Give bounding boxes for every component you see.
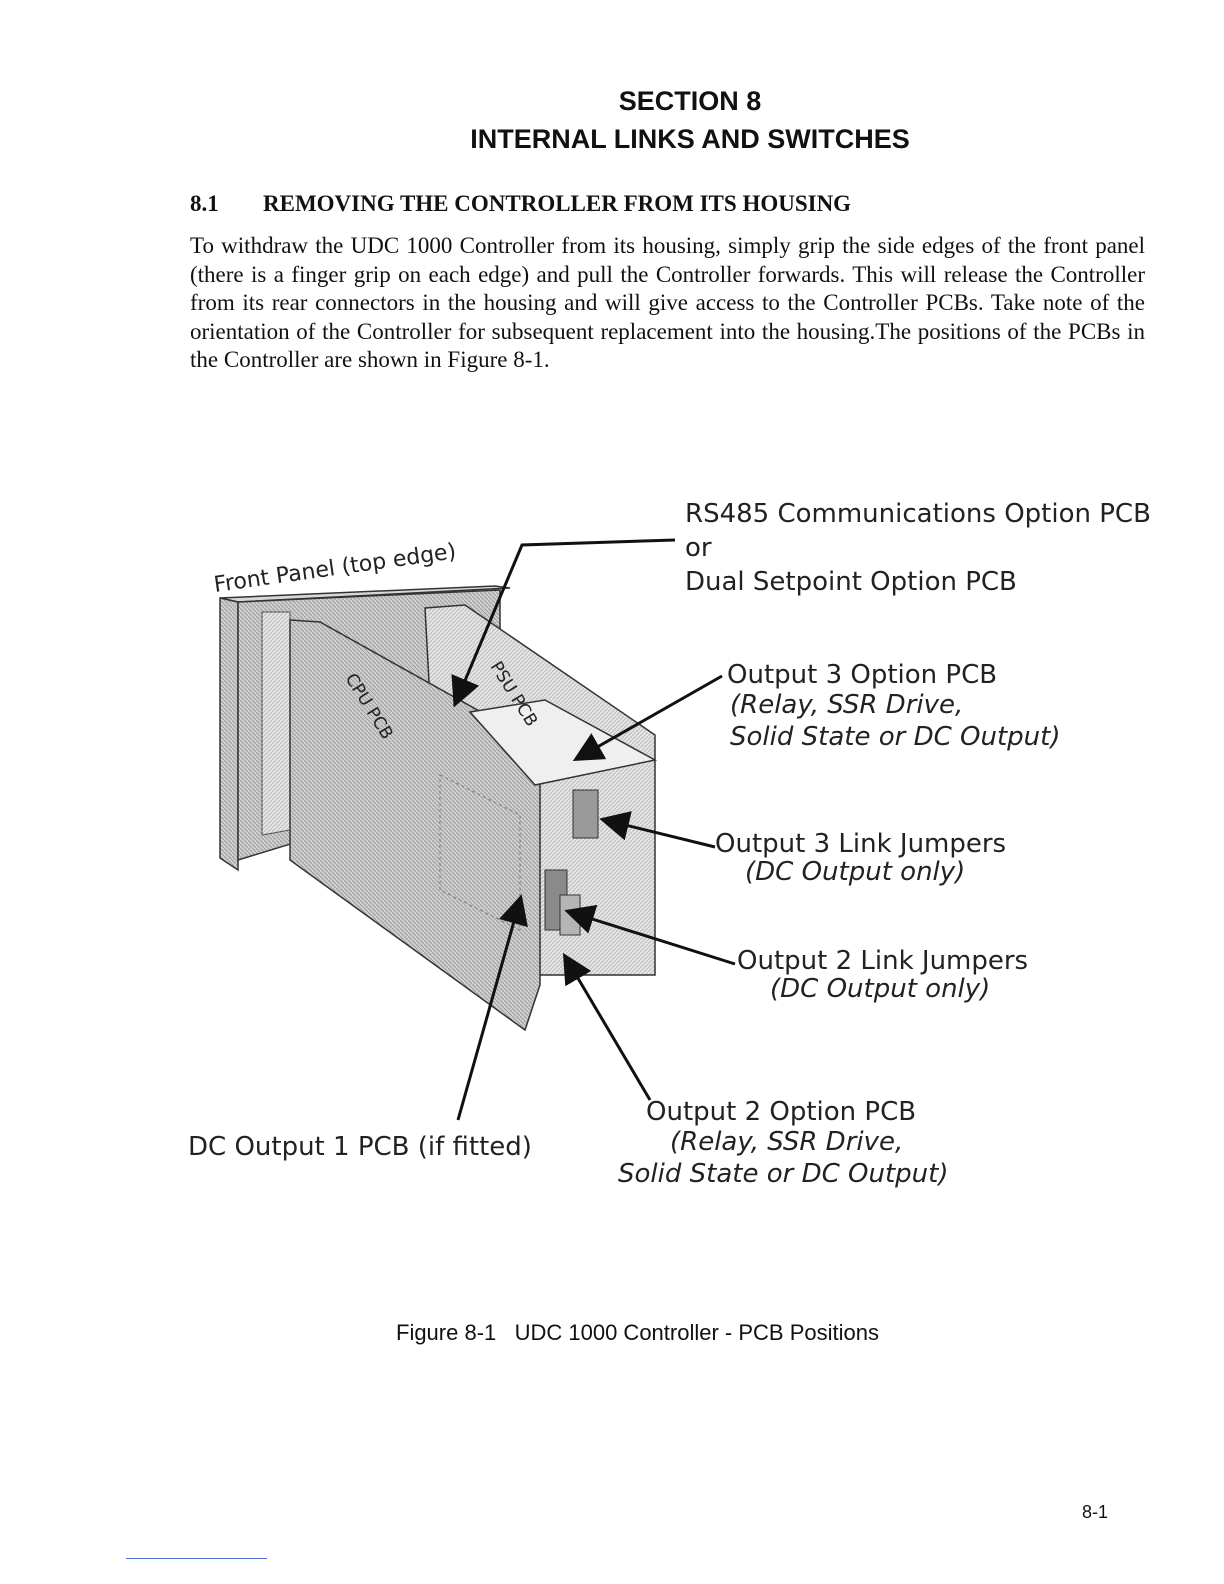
rs485-label-line1: RS485 Communications Option PCB <box>685 499 1151 529</box>
figure-caption: Figure 8-1 UDC 1000 Controller - PCB Pos… <box>396 1320 879 1345</box>
subsection-title: REMOVING THE CONTROLLER FROM ITS HOUSING <box>263 191 852 216</box>
page-number: 8-1 <box>1082 1502 1109 1522</box>
footer-rule <box>126 1558 267 1559</box>
out2-link-line2: (DC Output only) <box>770 974 990 1004</box>
out3-link-line2: (DC Output only) <box>745 857 965 887</box>
out3-link-line1: Output 3 Link Jumpers <box>715 829 1006 859</box>
out3-option-line2: (Relay, SSR Drive, <box>730 690 963 720</box>
section-number: SECTION 8 <box>618 86 762 116</box>
rs485-label-line3: Dual Setpoint Option PCB <box>685 567 1017 597</box>
option-pcb-drawing <box>468 699 658 936</box>
out3-option-line3: Solid State or DC Output) <box>730 722 1060 752</box>
body-paragraph: To withdraw the UDC 1000 Controller from… <box>190 233 1145 372</box>
leader-arrows <box>451 538 736 1121</box>
out2-option-line1: Output 2 Option PCB <box>646 1097 916 1127</box>
out2-link-line1: Output 2 Link Jumpers <box>737 946 1028 976</box>
subsection-number: 8.1 <box>190 191 219 216</box>
out2-option-line2: (Relay, SSR Drive, <box>670 1127 903 1157</box>
out2-option-line3: Solid State or DC Output) <box>618 1159 948 1189</box>
cpu-pcb-drawing <box>289 619 541 1032</box>
dc-output1-label: DC Output 1 PCB (if fitted) <box>188 1132 532 1162</box>
rs485-label-line2: or <box>685 533 712 563</box>
section-title: INTERNAL LINKS AND SWITCHES <box>470 124 910 154</box>
out3-option-line1: Output 3 Option PCB <box>727 660 997 690</box>
